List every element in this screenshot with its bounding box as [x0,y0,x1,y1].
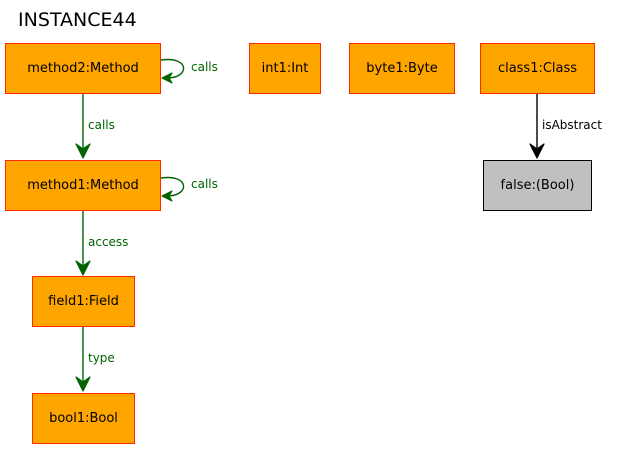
node-bool1[interactable]: bool1:Bool [32,393,135,444]
node-label: int1:Int [261,61,309,76]
edge-method2-calls-method1: calls [75,94,115,159]
node-false-value[interactable]: false:(Bool) [483,160,592,211]
node-label: method1:Method [27,178,139,193]
node-label: method2:Method [27,61,139,76]
edge-method2-calls-self: calls [160,58,218,84]
node-label: bool1:Bool [49,411,118,426]
edge-label-access: access [88,235,128,249]
node-label: false:(Bool) [500,178,575,193]
edge-method1-access-field1: access [75,211,128,276]
node-method2[interactable]: method2:Method [5,43,161,94]
node-label: byte1:Byte [366,61,438,76]
edge-method1-calls-self: calls [160,176,218,202]
edge-label-calls: calls [191,60,218,74]
edge-label-type: type [88,351,115,365]
node-method1[interactable]: method1:Method [5,160,161,211]
node-int1[interactable]: int1:Int [249,43,321,94]
diagram-title: INSTANCE44 [18,9,137,31]
edge-label-calls: calls [88,118,115,132]
node-field1[interactable]: field1:Field [32,276,135,327]
edge-class1-isabstract-false: isAbstract [529,94,602,159]
node-label: field1:Field [48,294,119,309]
edge-label-calls: calls [191,177,218,191]
edge-field1-type-bool1: type [75,327,115,392]
node-byte1[interactable]: byte1:Byte [349,43,455,94]
node-class1[interactable]: class1:Class [480,43,595,94]
node-label: class1:Class [497,61,578,76]
edge-label-isabstract: isAbstract [542,118,602,132]
